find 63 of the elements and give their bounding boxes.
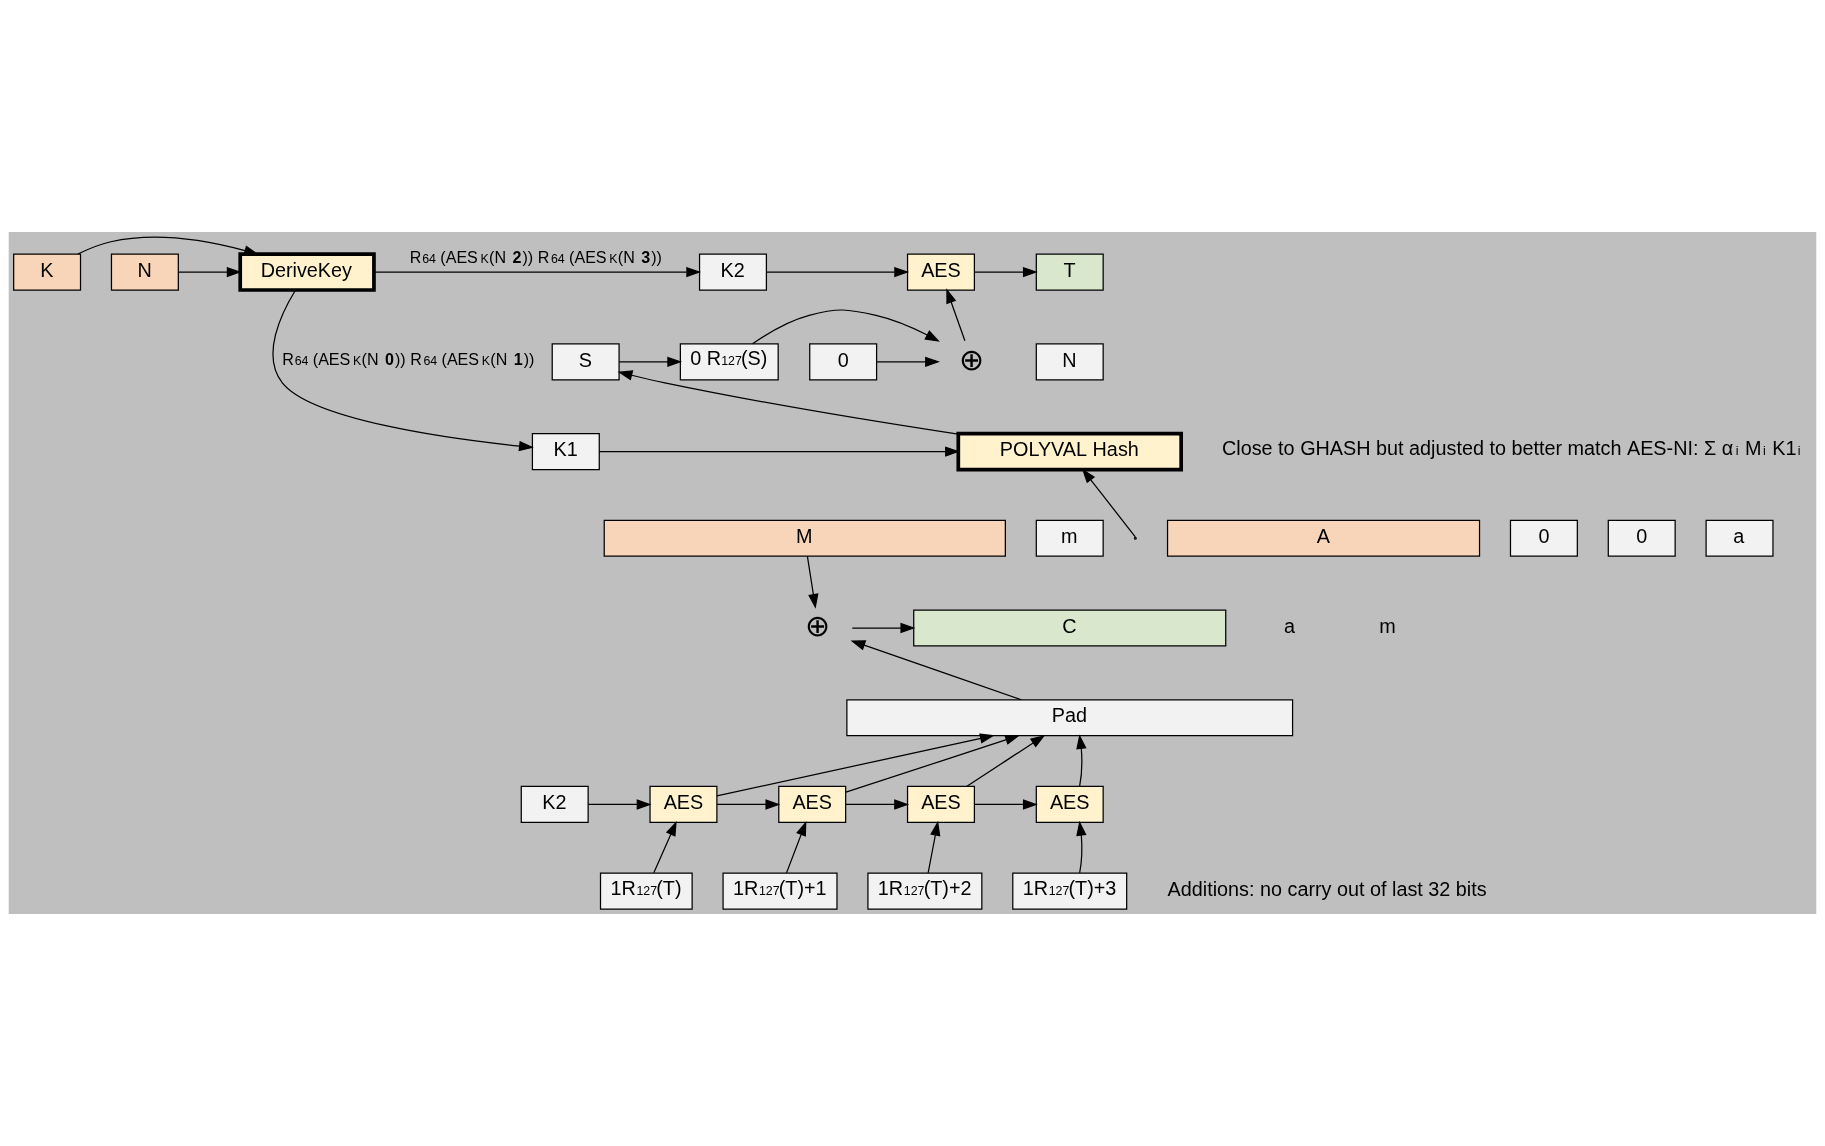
arrow bbox=[845, 799, 910, 810]
arrow bbox=[1076, 820, 1087, 874]
arrow bbox=[716, 799, 781, 810]
node-box: N bbox=[1035, 343, 1104, 381]
node-box: T bbox=[1035, 253, 1104, 291]
node-box: 0 R127(S) bbox=[679, 343, 779, 381]
node-box: AES bbox=[906, 253, 975, 291]
node-box: A bbox=[1166, 519, 1481, 557]
node-box: 1R127(T)+3 bbox=[1012, 872, 1128, 910]
arrow bbox=[876, 356, 940, 368]
arrow bbox=[598, 446, 960, 457]
node-box: m bbox=[1035, 519, 1104, 557]
node-box: K bbox=[13, 253, 82, 291]
node-box: K2 bbox=[520, 785, 589, 823]
node-box: 0 bbox=[1607, 519, 1676, 557]
node-box: N bbox=[110, 253, 179, 291]
node-box: AES bbox=[1035, 785, 1104, 823]
node-text: ⊕ bbox=[805, 608, 831, 642]
arrow bbox=[618, 356, 683, 368]
node-box: AES bbox=[778, 785, 847, 823]
node-box: 1R127(T) bbox=[599, 872, 693, 910]
arrow bbox=[806, 555, 819, 609]
arrow bbox=[1076, 734, 1087, 787]
arrow bbox=[785, 820, 807, 874]
arrow bbox=[851, 622, 916, 634]
node-box: C bbox=[913, 609, 1227, 647]
label: Additions: no carry out of last 32 bits bbox=[1167, 877, 1487, 900]
arrow bbox=[965, 735, 1046, 788]
node-box: a bbox=[1705, 519, 1774, 557]
node-box: K2 bbox=[698, 253, 768, 291]
arrow bbox=[587, 799, 652, 810]
node-box: K1 bbox=[531, 433, 600, 471]
arrow bbox=[77, 236, 259, 256]
node-box: M bbox=[603, 519, 1006, 557]
node-box: DeriveKey bbox=[238, 252, 376, 292]
arrow bbox=[766, 266, 910, 278]
arrow bbox=[946, 288, 966, 342]
arrow bbox=[751, 309, 940, 345]
label: Close to GHASH but adjusted to better match AES-NI: Σ αi Mi K1i bbox=[1222, 437, 1801, 460]
node-box: 0 bbox=[1509, 519, 1578, 557]
node-box: S bbox=[551, 343, 620, 381]
arrow bbox=[272, 289, 534, 452]
arrow bbox=[177, 266, 242, 278]
label: m bbox=[1379, 614, 1396, 637]
arrow bbox=[974, 799, 1038, 810]
arrow bbox=[373, 266, 702, 278]
arrow bbox=[845, 734, 1021, 793]
arrow bbox=[1081, 468, 1136, 538]
node-text: ⊕ bbox=[958, 342, 984, 376]
node-box: 0 bbox=[809, 343, 878, 381]
arrow bbox=[716, 733, 995, 797]
node-box: POLYVAL Hash bbox=[956, 431, 1183, 472]
arrow bbox=[927, 820, 941, 874]
arrow bbox=[850, 640, 1022, 701]
node-box: AES bbox=[906, 785, 975, 823]
label: a bbox=[1283, 614, 1295, 637]
arrow bbox=[617, 370, 959, 435]
node-box: AES bbox=[649, 785, 718, 823]
node-box: 1R127(T)+2 bbox=[867, 872, 983, 910]
node-box: Pad bbox=[846, 699, 1294, 737]
arrow bbox=[653, 821, 677, 874]
node-box: 1R127(T)+1 bbox=[722, 872, 838, 910]
arrow bbox=[974, 266, 1038, 278]
